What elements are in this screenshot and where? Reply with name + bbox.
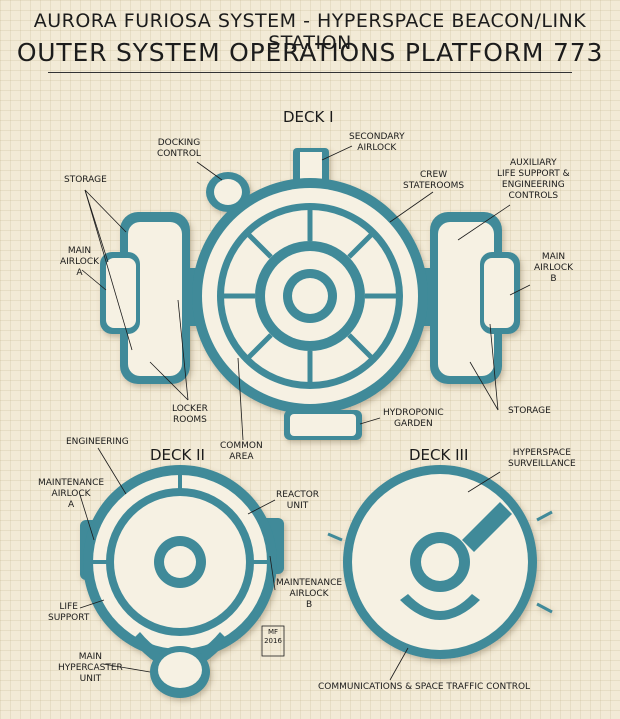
label-comms: COMMUNICATIONS & SPACE TRAFFIC CONTROL — [318, 682, 531, 692]
deck-2-title: DECK II — [150, 446, 205, 464]
leader-lines — [79, 145, 531, 681]
deck-2-plan — [80, 465, 284, 698]
deck-3-plan — [327, 465, 553, 659]
label-engineering: ENGINEERING — [66, 437, 129, 447]
label-storage-right: STORAGE — [508, 406, 551, 416]
title-rule — [48, 72, 572, 73]
signature-box — [261, 625, 285, 657]
deck-1-title: DECK I — [283, 108, 334, 126]
label-storage-left: STORAGE — [64, 175, 107, 185]
map-title: OUTER SYSTEM OPERATIONS PLATFORM 773 — [16, 38, 604, 67]
map-subtitle: AURORA FURIOSA SYSTEM - HYPERSPACE BEACO… — [33, 10, 587, 54]
deck-1-plan — [100, 148, 520, 440]
deck-3-title: DECK III — [409, 446, 469, 464]
